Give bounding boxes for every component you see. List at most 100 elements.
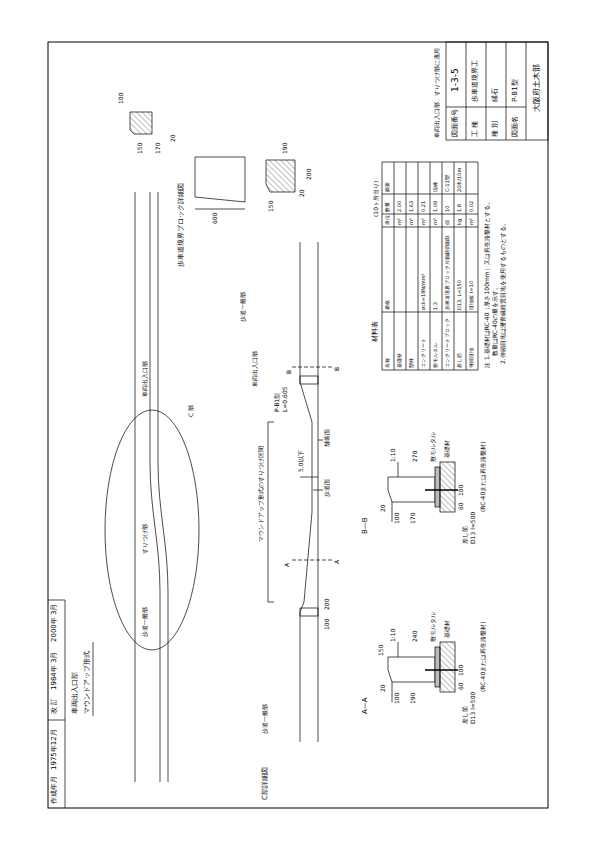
drawing-label: 歩道一般部 bbox=[240, 292, 247, 322]
drawing-label: 2.伸縮目地は瀝青繊維質目地を使用するものとする。 bbox=[500, 220, 507, 364]
drawing-label: 150 bbox=[137, 143, 144, 154]
drawing-label: 歩道面 bbox=[324, 479, 331, 497]
drawing-label: 1:3 bbox=[433, 302, 439, 310]
drawing-label: 0.21 bbox=[421, 201, 427, 212]
drawing-label: 100 bbox=[458, 665, 465, 676]
drawing-label: m² bbox=[409, 218, 415, 225]
drawing-label: 基礎材 bbox=[397, 353, 403, 368]
drawing-label: 伸縮目地 bbox=[469, 348, 475, 368]
drawing-label: すりつけ部 bbox=[142, 524, 149, 554]
drawing-label: 10 bbox=[445, 206, 451, 212]
drawing-label: (10ヶ所当り) bbox=[373, 181, 380, 217]
drawing-label: 敷モルタル bbox=[433, 343, 439, 368]
drawing-label: 歩道一般部 bbox=[142, 607, 149, 637]
drawing-label: 100 bbox=[394, 693, 401, 704]
drawing-label: 1-3-5 bbox=[451, 68, 461, 92]
drawing-label: 20 bbox=[299, 189, 306, 197]
drawing-label: 車両出入口部 bbox=[72, 672, 80, 714]
drawing-label: m³ bbox=[433, 218, 439, 225]
drawing-label: 型枠 bbox=[409, 358, 415, 368]
drawing-label: 1:10 bbox=[390, 449, 397, 462]
drawing-label: 240 bbox=[412, 631, 419, 642]
drawing-label: マウンドアップ形式 bbox=[84, 651, 92, 714]
drawing-label: マウンドアップ形式のすりつけ区間 bbox=[258, 446, 265, 542]
drawing-label: 歩車道境界工 bbox=[472, 60, 480, 102]
drawing-label: 20 bbox=[380, 504, 387, 512]
drawing-label: 図面番号 bbox=[452, 109, 460, 137]
drawing-label: 0.02 bbox=[469, 201, 475, 212]
drawing-label: C-11型 bbox=[445, 175, 451, 192]
drawing-label: 170 bbox=[410, 513, 417, 524]
drawing-label: 100 bbox=[324, 619, 331, 630]
drawing-label: 170 bbox=[155, 143, 162, 154]
drawing-label: 600 bbox=[212, 213, 219, 224]
drawing-label: kg bbox=[457, 219, 463, 225]
drawing-label: 敷モルタル bbox=[430, 432, 437, 462]
drawing-label: 大阪府土木部 bbox=[533, 64, 542, 112]
drawing-label: 現練 bbox=[433, 182, 439, 192]
drawing-label: L=0.605 bbox=[282, 386, 289, 412]
drawing-label: 規格 bbox=[385, 300, 391, 310]
drawing-label: A—A bbox=[362, 697, 370, 714]
drawing-label: B bbox=[334, 367, 341, 371]
drawing-label: D13 l=500 bbox=[470, 512, 477, 544]
drawing-label: P-B1型 bbox=[512, 79, 520, 102]
drawing-label: σck=18N/mm² bbox=[421, 273, 427, 310]
drawing-label: 注 1.基礎材はRC-40（厚さ100mm）又は再生路盤材とする。 bbox=[484, 199, 491, 368]
drawing-label: 20本/10m bbox=[457, 168, 463, 192]
drawing-label: P-B1型 bbox=[274, 393, 281, 412]
drawing-label: 差し筋 bbox=[462, 706, 469, 724]
drawing-label: 2000年 3月 bbox=[51, 604, 59, 643]
drawing-label: 1:10 bbox=[390, 629, 397, 642]
drawing-label: 差し筋 bbox=[462, 526, 469, 544]
drawing-label: 基礎材 bbox=[444, 620, 451, 638]
drawing-label: C部詳細図 bbox=[262, 767, 270, 800]
drawing-label: 数量 bbox=[385, 202, 391, 212]
drawing-label: 工 種 bbox=[472, 121, 480, 137]
drawing-label: D13, L=150 bbox=[457, 280, 463, 310]
drawing-label: 1975年12月 bbox=[51, 729, 59, 770]
drawing-label: 190 bbox=[282, 143, 289, 154]
drawing-label: 1.09 bbox=[433, 201, 439, 212]
drawing-label: 1984年 3月 bbox=[51, 652, 59, 691]
drawing-label: 100 bbox=[394, 513, 401, 524]
drawing-label: 種 別 bbox=[492, 121, 500, 137]
drawing-label: B bbox=[286, 370, 293, 374]
drawing-label: 摘要 bbox=[385, 182, 391, 192]
drawing-label: 作成年月 bbox=[51, 776, 59, 804]
drawing-label: C 部 bbox=[188, 405, 195, 417]
drawing-label: A bbox=[284, 563, 291, 567]
drawing-label: B—B bbox=[362, 517, 370, 534]
drawing-label: 基礎材 bbox=[444, 440, 451, 458]
drawing-label: 数量はRC-40の量を示す。 bbox=[492, 284, 499, 356]
drawing-label: 60 bbox=[458, 502, 465, 510]
drawing-label: 差し筋 bbox=[457, 353, 463, 368]
drawing-label: 歩車道境界ブロック片面斜切面取 bbox=[445, 235, 451, 310]
drawing-label: 縁石 bbox=[492, 88, 500, 102]
drawing-label: 200 bbox=[306, 169, 313, 180]
drawing-label: 150 bbox=[378, 645, 385, 656]
drawing-label: 車両出入口部 bbox=[252, 351, 259, 387]
drawing-label: m² bbox=[469, 218, 475, 225]
drawing-label: 20 bbox=[380, 684, 387, 692]
drawing-label: 100 bbox=[118, 93, 125, 104]
drawing-label: 歩道一般部 bbox=[262, 704, 269, 734]
drawing-label: 個 bbox=[445, 220, 451, 225]
drawing-label: 5.0以下 bbox=[298, 450, 305, 472]
drawing-label: 図面名 bbox=[512, 116, 520, 137]
drawing-label: 名称 bbox=[385, 358, 391, 368]
drawing-label: 200 bbox=[324, 599, 331, 610]
drawing-label: 目地板 t=10 bbox=[469, 281, 475, 310]
drawing-label: 150 bbox=[268, 201, 275, 212]
drawing-label: D13 l=500 bbox=[470, 692, 477, 724]
drawing-label: コンクリート bbox=[421, 338, 427, 368]
drawing-label: 舗装面 bbox=[324, 429, 331, 447]
drawing-label: 歩車道境界ブロック詳細図 bbox=[178, 183, 186, 267]
drawing-label: 1.8 bbox=[457, 204, 463, 212]
drawing-label: 車両出入口部 bbox=[142, 361, 149, 397]
drawing-label: 改 訂 bbox=[51, 698, 59, 714]
drawing-label: A bbox=[334, 560, 341, 564]
drawing-label: 100 bbox=[458, 485, 465, 496]
